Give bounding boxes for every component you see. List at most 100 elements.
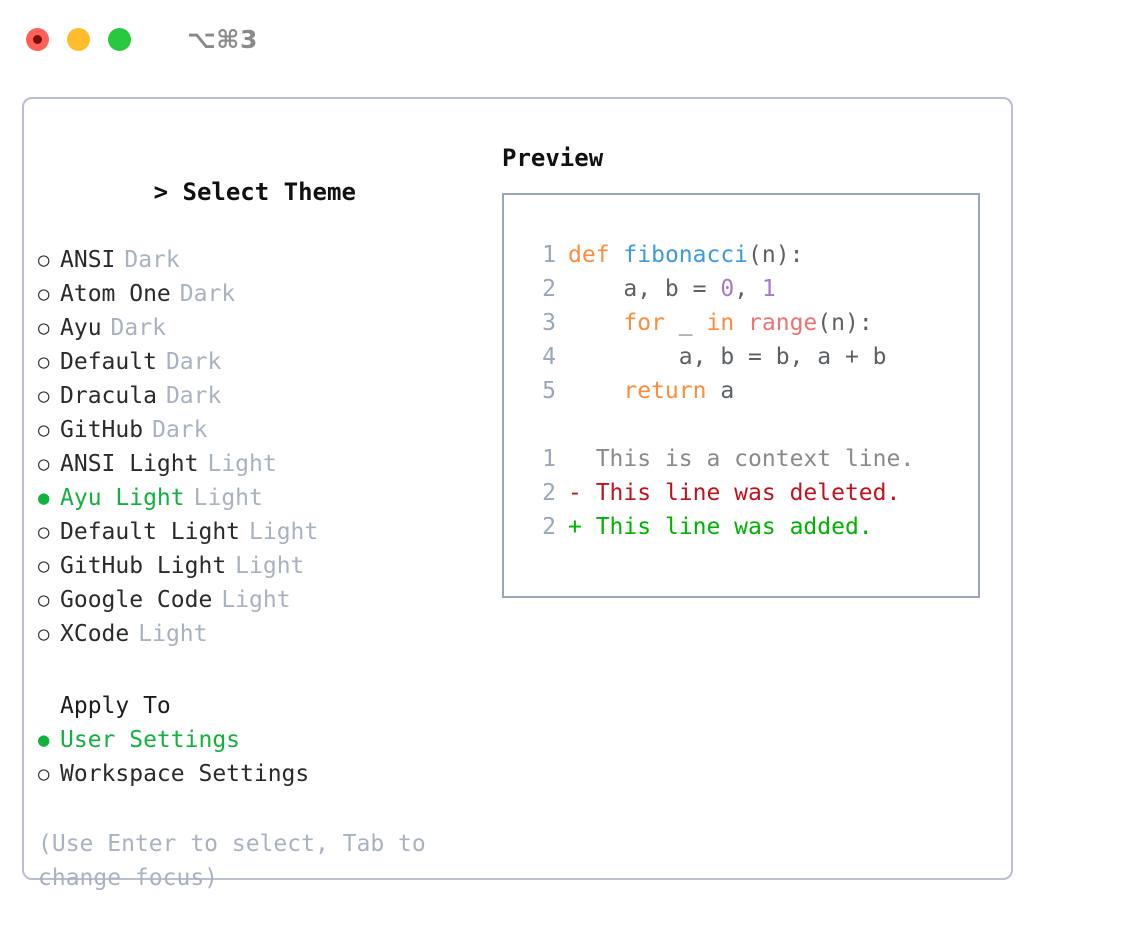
theme-option-variant-tag: Dark: [179, 281, 236, 307]
code-token: range: [748, 310, 818, 336]
radio-unselected-icon: ○: [38, 521, 50, 543]
radio-selected-icon: ●: [38, 729, 50, 751]
prompt-marker-icon: >: [153, 178, 169, 206]
traffic-light-group: [26, 27, 131, 51]
radio-unselected-icon: ○: [38, 385, 50, 407]
code-token: a: [706, 378, 735, 404]
theme-option-variant-tag: Light: [249, 519, 319, 545]
select-theme-heading: > Select Theme: [38, 141, 478, 243]
theme-option-github[interactable]: ○ GitHub Dark: [38, 413, 478, 447]
minimize-button[interactable]: [67, 27, 90, 51]
radio-selected-icon: ●: [38, 487, 50, 509]
theme-option-label: Default Light: [60, 519, 241, 545]
theme-option-label: Atom One: [60, 281, 171, 307]
code-token: [568, 378, 623, 404]
code-token: a, b = b, a + b: [568, 344, 887, 370]
code-token: fibonacci: [623, 242, 749, 268]
diff-line-text: This is a context line.: [595, 446, 915, 472]
code-line-number: 3: [542, 310, 556, 336]
theme-option-label: Ayu: [60, 315, 102, 341]
code-line-content: a, b = 0, 1: [568, 272, 775, 306]
radio-unselected-icon: ○: [38, 589, 50, 611]
theme-option-label: Ayu Light: [60, 485, 185, 511]
theme-option-label: GitHub: [60, 417, 144, 443]
theme-option-variant-tag: Dark: [165, 383, 222, 409]
code-token: (n):: [748, 242, 804, 268]
radio-unselected-icon: ○: [38, 453, 50, 475]
close-button[interactable]: [26, 27, 49, 51]
theme-option-variant-tag: Dark: [110, 315, 166, 341]
theme-option-variant-tag: Light: [193, 485, 263, 511]
code-token: (n):: [817, 310, 873, 336]
code-token: for: [623, 310, 665, 336]
theme-option-ayu[interactable]: ○ Ayu Dark: [38, 311, 478, 345]
code-token: ,: [734, 276, 762, 302]
diff-line: 2- This line was deleted.: [526, 476, 914, 510]
apply-to-block: Apply To ● User Settings ○Workspace Settin…: [38, 689, 478, 791]
code-line: 5 return a: [526, 374, 914, 408]
apply-to-heading: Apply To: [60, 693, 171, 719]
code-token: def: [568, 242, 610, 268]
radio-unselected-icon: ○: [38, 249, 50, 271]
diff-line-number: 1: [542, 446, 556, 472]
theme-option-label: ANSI Light: [60, 451, 199, 477]
code-line-number: 4: [542, 344, 556, 370]
theme-option-default-light[interactable]: ○ Default Light Light: [38, 515, 478, 549]
diff-line-number: 2: [542, 514, 556, 540]
radio-unselected-icon: ○: [38, 317, 50, 339]
theme-option-variant-tag: Light: [138, 621, 208, 647]
theme-option-variant-tag: Light: [207, 451, 277, 477]
diff-marker: -: [568, 480, 596, 506]
title-bar: ⌥⌘3: [0, 0, 1140, 78]
code-line-number: 2: [542, 276, 556, 302]
radio-unselected-icon: ○: [38, 283, 50, 305]
theme-option-atom-one[interactable]: ○ Atom One Dark: [38, 277, 478, 311]
diff-line-text: This line was added.: [595, 514, 873, 540]
hint-text: (Use Enter to select, Tab to change focu…: [38, 831, 440, 891]
code-line-content: def fibonacci(n):: [568, 238, 803, 272]
theme-option-variant-tag: Light: [221, 587, 291, 613]
radio-unselected-icon: ○: [38, 763, 50, 785]
code-token: _: [664, 310, 707, 336]
theme-option-variant-tag: Light: [235, 553, 305, 579]
code-line-content: for _ in range(n):: [568, 306, 873, 340]
apply-to-option-workspace-settings[interactable]: ○Workspace Settings: [38, 757, 478, 791]
theme-option-dracula[interactable]: ○ Dracula Dark: [38, 379, 478, 413]
apply-to-option-label: User Settings: [60, 727, 241, 753]
radio-unselected-icon: ○: [38, 419, 50, 441]
apply-to-option-user-settings[interactable]: ● User Settings: [38, 723, 478, 757]
radio-unselected-icon: ○: [38, 623, 50, 645]
theme-option-label: Dracula: [60, 383, 157, 409]
theme-option-xcode[interactable]: ○ XCode Light: [38, 617, 478, 651]
theme-option-ansi-light[interactable]: ○ ANSI Light Light: [38, 447, 478, 481]
code-line-content: return a: [568, 374, 734, 408]
code-token: [734, 310, 748, 336]
theme-option-variant-tag: Dark: [152, 417, 208, 443]
diff-line: 1 This is a context line.: [526, 442, 914, 476]
code-token: [610, 242, 624, 268]
code-token: return: [623, 378, 707, 404]
select-theme-title: Select Theme: [182, 178, 356, 206]
radio-unselected-icon: ○: [38, 555, 50, 577]
apply-to-list[interactable]: ● User Settings ○Workspace Settings: [38, 723, 478, 791]
maximize-button[interactable]: [108, 27, 131, 51]
theme-option-label: XCode: [60, 621, 130, 647]
diff-marker: [568, 442, 596, 476]
code-token: 0: [720, 276, 735, 302]
radio-unselected-icon: ○: [38, 351, 50, 373]
code-line: 4 a, b = b, a + b: [526, 340, 914, 374]
code-token: [568, 310, 623, 336]
code-line-content: a, b = b, a + b: [568, 340, 887, 374]
theme-option-ayu-light[interactable]: ● Ayu Light Light: [38, 481, 478, 515]
